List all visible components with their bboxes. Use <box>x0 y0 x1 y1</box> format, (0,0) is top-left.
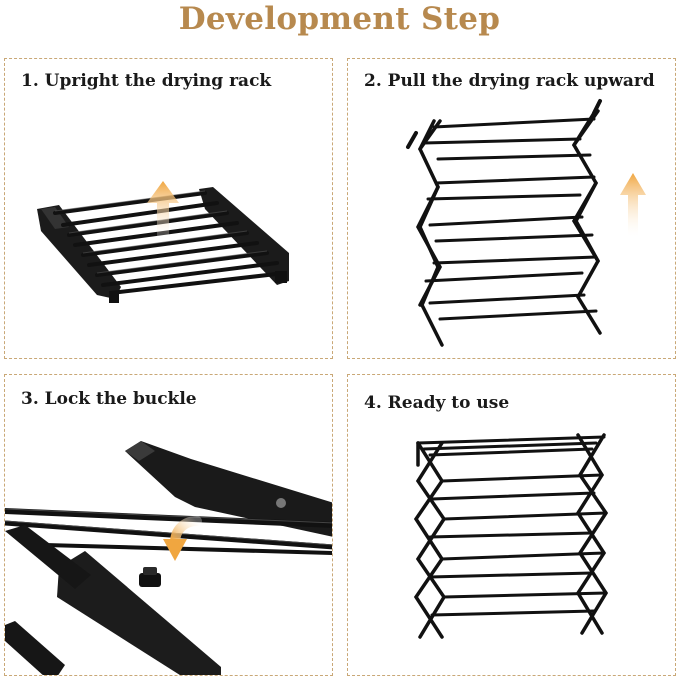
folded-rack-illustration <box>37 181 289 303</box>
finished-rack-illustration <box>413 433 609 639</box>
step-4-panel: 4. Ready to use <box>347 374 676 676</box>
step-3-label: 3. Lock the buckle <box>21 389 197 409</box>
step-3-panel: 3. Lock the buckle <box>4 374 333 676</box>
up-arrow-icon <box>147 181 179 237</box>
buckle-closeup-illustration <box>5 441 332 675</box>
extending-rack-illustration <box>406 99 646 347</box>
page-title: Development Step <box>178 1 501 37</box>
step-2-panel: 2. Pull the drying rack upward <box>347 58 676 359</box>
step-4-label: 4. Ready to use <box>364 393 510 413</box>
step-1-label: 1. Upright the drying rack <box>21 71 272 91</box>
step-2-label: 2. Pull the drying rack upward <box>364 71 655 91</box>
curved-arrow-icon <box>163 516 202 561</box>
step-1-panel: 1. Upright the drying rack <box>4 58 333 359</box>
up-arrow-icon <box>620 173 646 237</box>
